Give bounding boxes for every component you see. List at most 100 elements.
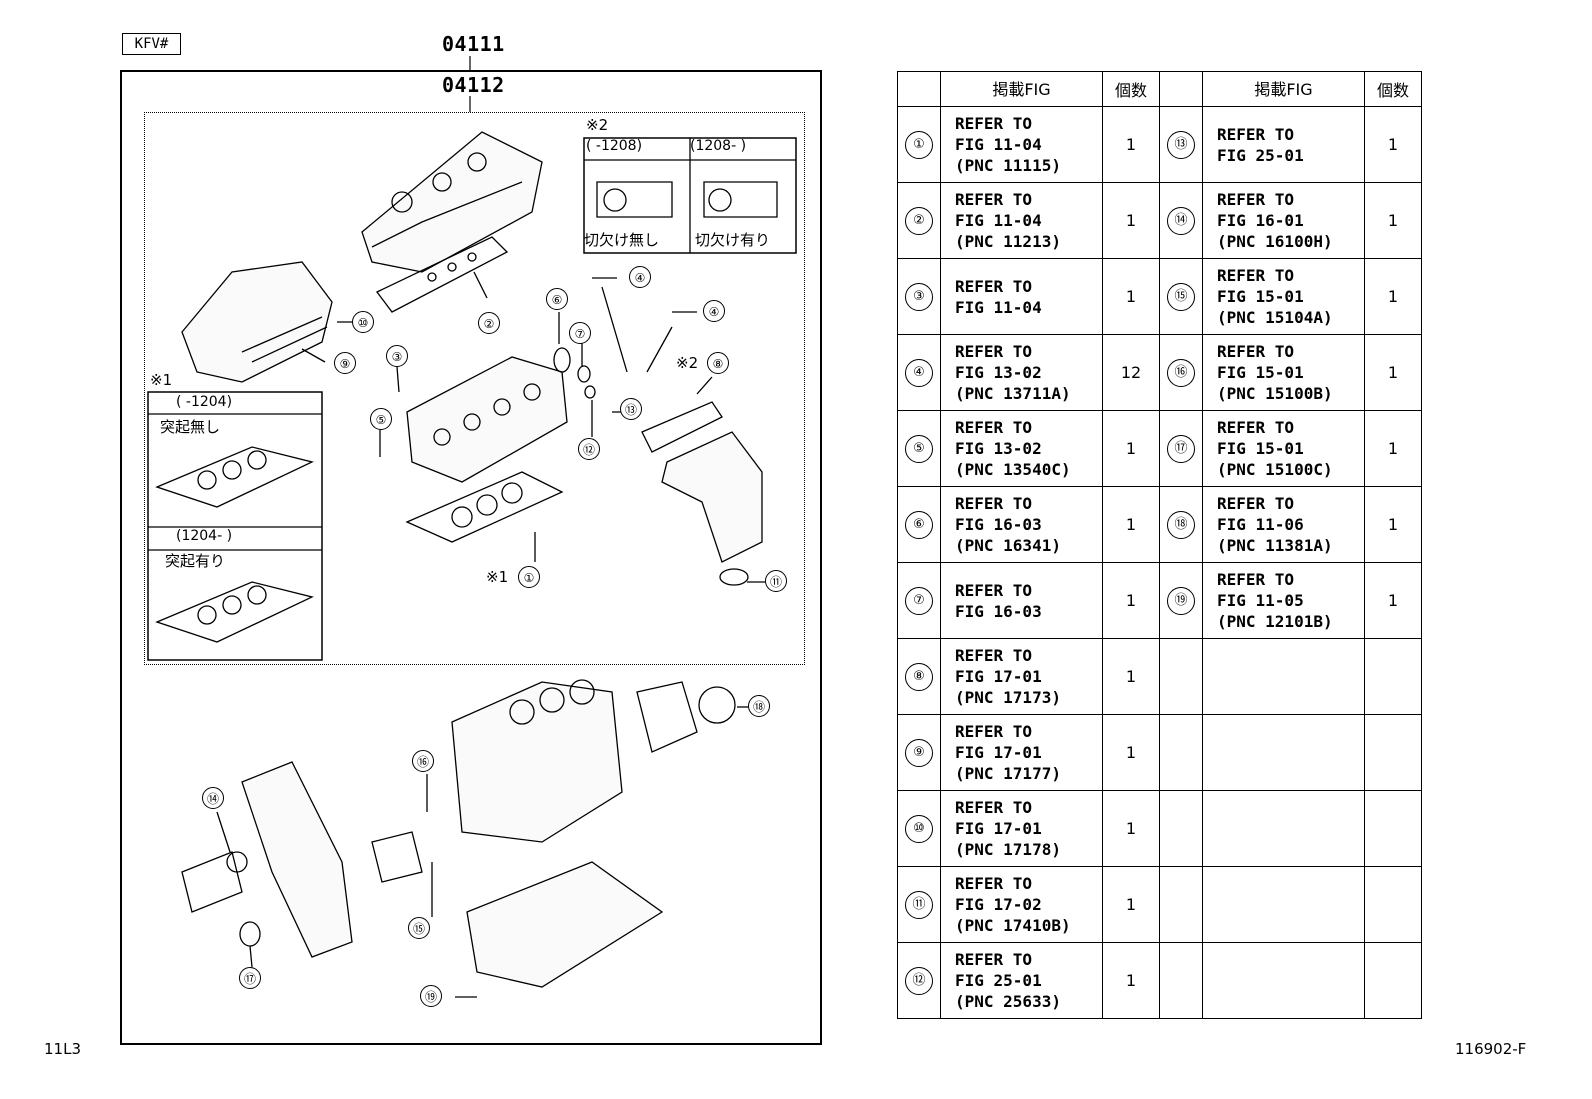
quantity-cell: 1: [1364, 562, 1422, 639]
reference-line: (PNC 17173): [955, 688, 1061, 707]
reference-cell: [1202, 790, 1365, 867]
item-number-cell: [1159, 638, 1203, 715]
item-number-cell: ⑦: [897, 562, 941, 639]
timing-cover-drawing: [241, 761, 353, 958]
part-number-04112: 04112: [442, 73, 505, 97]
item-number-cell: ⑩: [897, 790, 941, 867]
item-number: ⑧: [905, 662, 933, 691]
reference-line: REFER TO: [955, 874, 1033, 893]
item-number: ⑤: [905, 434, 933, 463]
item-number: ⑪: [905, 890, 933, 919]
cylinder-block-drawing: [451, 679, 623, 843]
quantity-cell: 1: [1102, 866, 1160, 943]
item-number-cell: ⑱: [1159, 486, 1203, 563]
oil-pan-drawing: [466, 861, 664, 988]
reference-line: FIG 11-04: [955, 297, 1042, 317]
reference-line: FIG 16-03: [955, 601, 1042, 621]
reference-line: (PNC 16341): [955, 536, 1061, 555]
quantity-cell: 1: [1102, 410, 1160, 487]
quantity-cell: 1: [1102, 638, 1160, 715]
reference-line: FIG 15-01: [1217, 363, 1304, 382]
callout-4b: ④: [703, 300, 725, 322]
reference-line: REFER TO: [955, 190, 1033, 209]
quantity-cell: 1: [1102, 562, 1160, 639]
item-number-cell: ④: [897, 334, 941, 411]
note1-frame: [147, 391, 323, 661]
quantity-cell: 12: [1102, 334, 1160, 411]
item-number-cell: ①: [897, 106, 941, 183]
exploded-diagram: [120, 70, 822, 1045]
reference-line: (PNC 11213): [955, 232, 1061, 251]
model-code-tag: KFV#: [122, 33, 181, 55]
item-number: ⑨: [905, 738, 933, 767]
item-number-cell: [1159, 866, 1203, 943]
reference-line: FIG 17-01: [955, 743, 1042, 762]
item-number: ⑦: [905, 586, 933, 615]
reference-line: (PNC 15104A): [1217, 308, 1333, 327]
note1-before-range: ( -1204): [176, 394, 233, 410]
item-number-cell: [1159, 790, 1203, 867]
item-number-cell: ⑰: [1159, 410, 1203, 487]
quantity-cell: [1364, 790, 1422, 867]
item-number: ④: [905, 358, 933, 387]
reference-cell: [1202, 714, 1365, 791]
reference-line: REFER TO: [955, 646, 1033, 665]
reference-line: (PNC 12101B): [1217, 612, 1333, 631]
item-number: ⑯: [1167, 358, 1195, 387]
callout-12: ⑫: [578, 438, 600, 460]
item-number: ⑲: [1167, 586, 1195, 615]
note2-mark: ※2: [586, 116, 609, 134]
reference-line: REFER TO: [1217, 342, 1295, 361]
callout-5: ⑤: [370, 408, 392, 430]
item-number-cell: ③: [897, 258, 941, 335]
note1-after-range: (1204- ): [176, 528, 233, 544]
exhaust-manifold-drawing: [641, 401, 763, 563]
reference-line: REFER TO: [1217, 570, 1295, 589]
item-number: ⑩: [905, 814, 933, 843]
quantity-cell: [1364, 866, 1422, 943]
callout-9: ⑨: [334, 352, 356, 374]
callout-14: ⑭: [202, 787, 224, 809]
reference-cell: REFER TO FIG 17-01 (PNC 17173): [940, 638, 1103, 715]
header-fig-right: 掲載FIG: [1202, 71, 1365, 107]
reference-line: (PNC 17410B): [955, 916, 1071, 935]
reference-line: REFER TO: [955, 950, 1033, 969]
item-number-cell: ⑮: [1159, 258, 1203, 335]
callout-8-note-prefix: ※2: [676, 354, 699, 372]
item-number: ①: [905, 130, 933, 159]
reference-line: (PNC 16100H): [1217, 232, 1333, 251]
item-number: ②: [905, 206, 933, 235]
quantity-cell: [1364, 638, 1422, 715]
reference-line: REFER TO: [955, 494, 1033, 513]
item-number-cell: ⑧: [897, 638, 941, 715]
reference-cell: REFER TO FIG 11-04 (PNC 11213): [940, 182, 1103, 259]
reference-line: FIG 11-04: [955, 211, 1042, 230]
reference-line: REFER TO: [955, 114, 1033, 133]
callout-10: ⑩: [352, 311, 374, 333]
item-number-cell: ⑯: [1159, 334, 1203, 411]
quantity-cell: 1: [1102, 942, 1160, 1019]
reference-line: REFER TO: [955, 276, 1033, 296]
reference-line: FIG 15-01: [1217, 439, 1304, 458]
reference-line: FIG 25-01: [1217, 145, 1304, 165]
callout-7: ⑦: [569, 322, 591, 344]
quantity-cell: 1: [1102, 486, 1160, 563]
note2-after-text: 切欠け有り: [695, 231, 771, 249]
item-number-cell: ⑥: [897, 486, 941, 563]
item-number: ③: [905, 282, 933, 311]
callout-11: ⑪: [765, 570, 787, 592]
callout-2: ②: [478, 312, 500, 334]
engine-parts-drawing: [147, 131, 797, 998]
reference-line: FIG 17-01: [955, 667, 1042, 686]
callout-18: ⑱: [748, 695, 770, 717]
item-number-cell: ⑪: [897, 866, 941, 943]
reference-line: (PNC 13711A): [955, 384, 1071, 403]
